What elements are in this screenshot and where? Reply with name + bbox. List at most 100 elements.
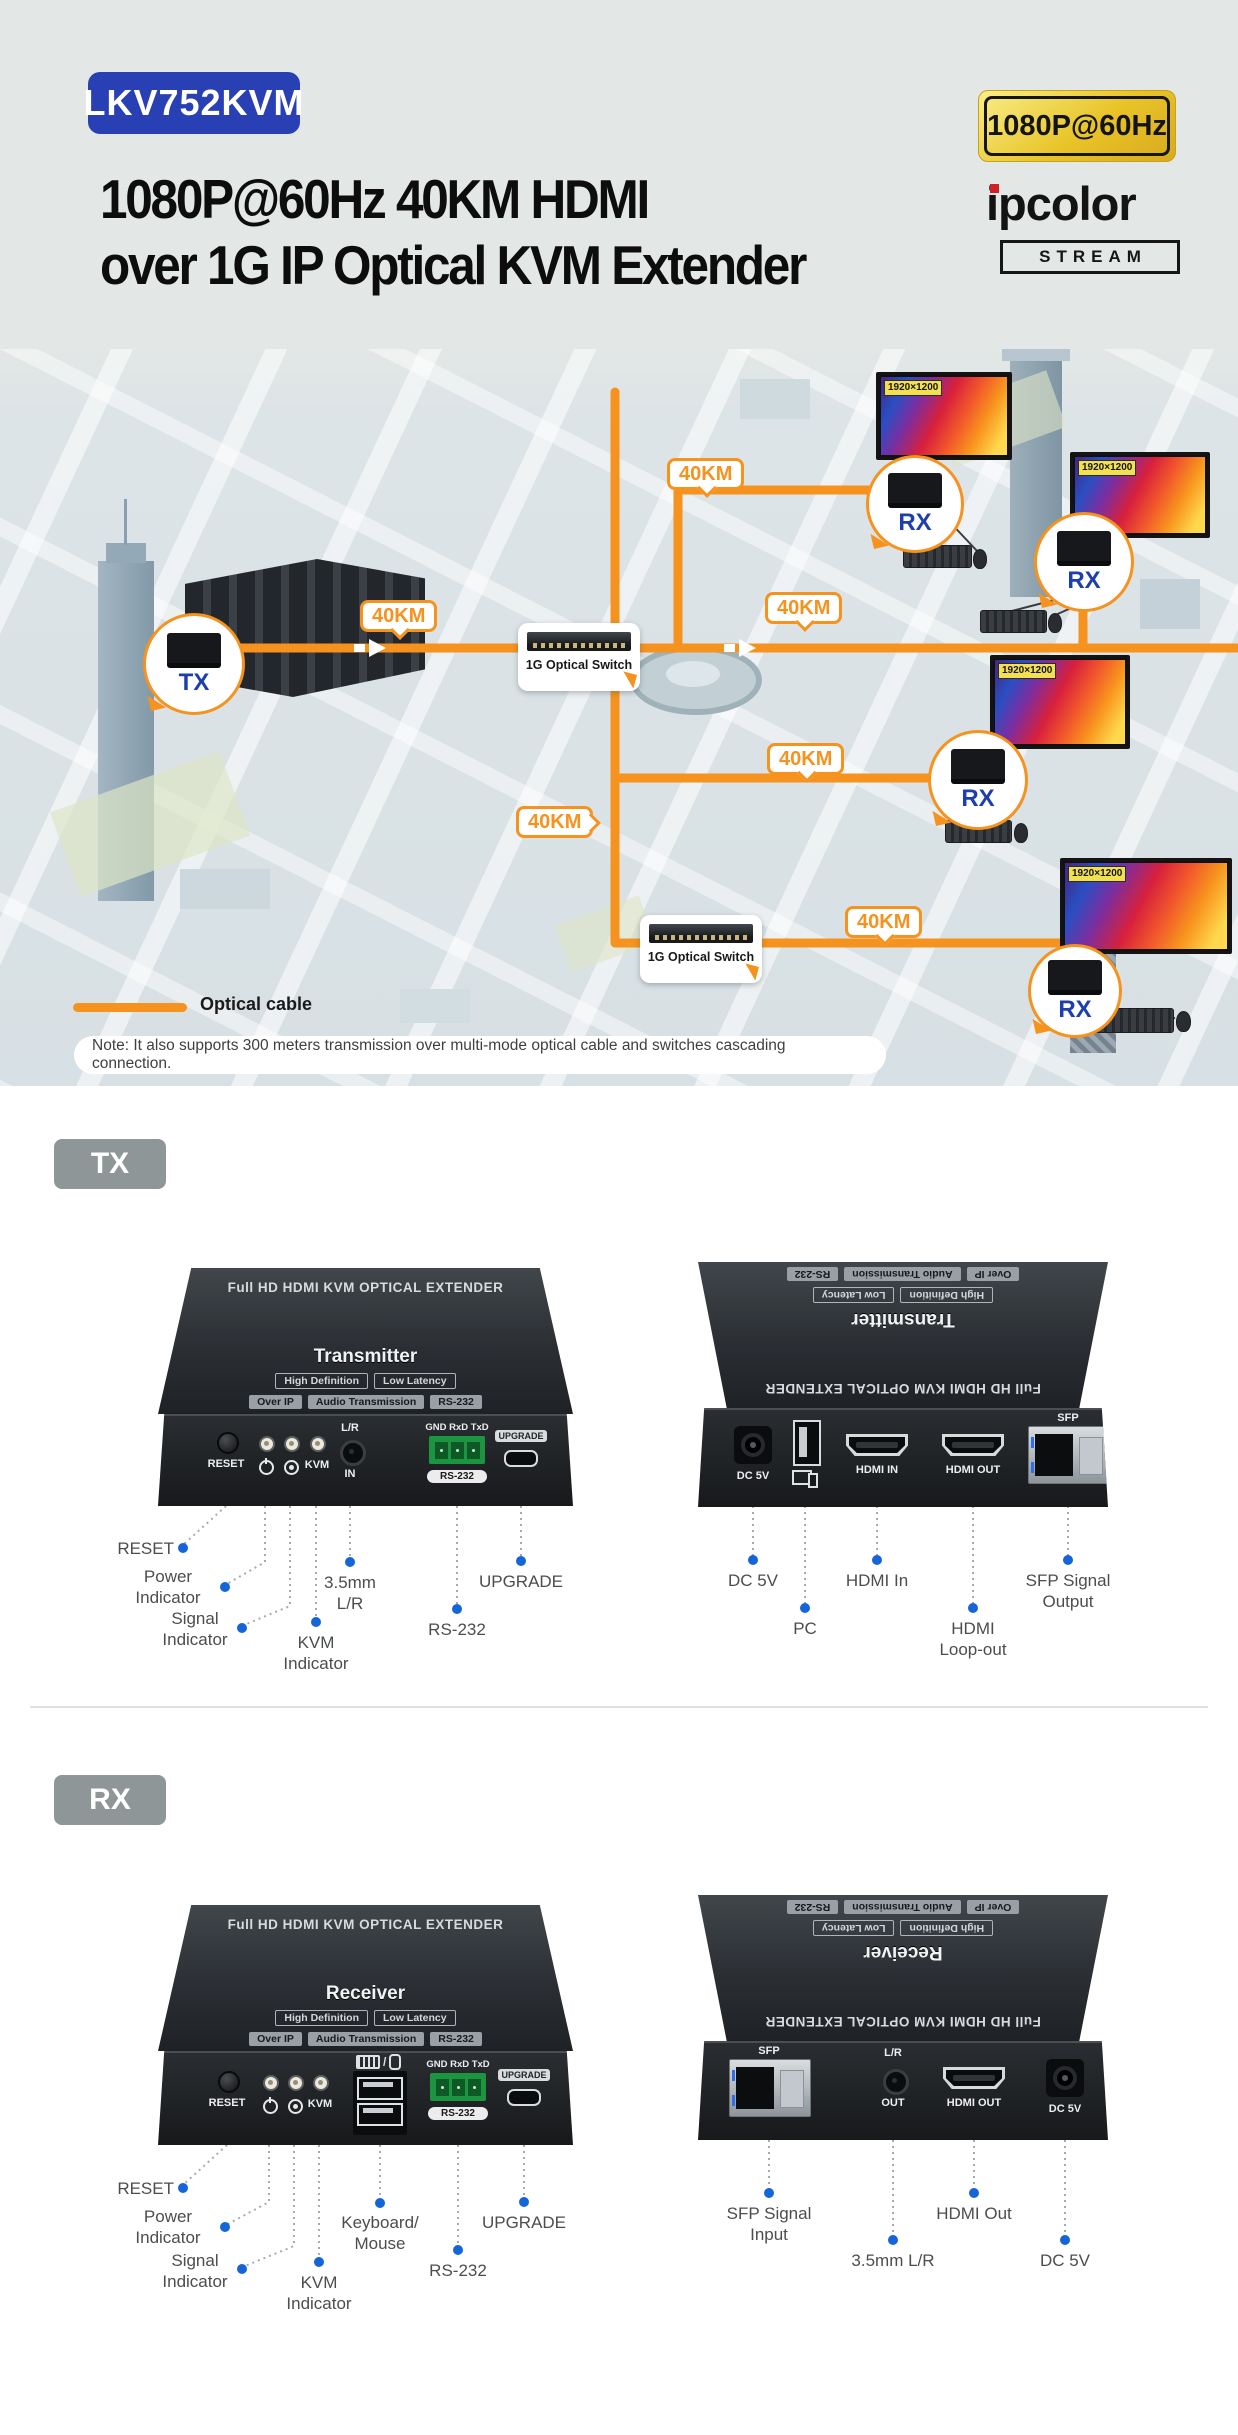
lr-label: L/R: [884, 2047, 902, 2059]
feature-chip: Low Latency: [812, 1920, 895, 1936]
mouse: [1176, 1011, 1191, 1032]
hdmi-out-label: HDMI OUT: [946, 2097, 1002, 2109]
title-line-1: 1080P@60Hz 40KM HDMI: [100, 168, 650, 230]
brand-logo: ipcolor: [986, 176, 1186, 231]
rx-device-thumbnail: [888, 473, 942, 508]
micro-usb-port: [507, 2089, 541, 2106]
rx-endpoint-callout: RX: [1034, 512, 1134, 612]
device-top-face-flipped: Full HD HDMI KVM OPTICAL EXTENDER Receiv…: [698, 1895, 1108, 2041]
keyboard-mouse-icon: /: [356, 2054, 402, 2070]
callout-hdmi-out: HDMI Out: [936, 2204, 1012, 2223]
feature-row: High Definition Low Latency: [158, 1373, 573, 1389]
device-role: Transmitter: [313, 1346, 418, 1367]
optical-switch-thumbnail: [649, 924, 753, 943]
sfp-cage: [1028, 1426, 1108, 1484]
resolution-badge-text: 1080P@60Hz: [984, 96, 1170, 156]
dc-power-jack: [1046, 2059, 1084, 2097]
feature-chip: Audio Transmission: [307, 1395, 425, 1409]
signal-led: [288, 2075, 304, 2091]
callout-35mm-lr: 3.5mm L/R: [324, 1573, 376, 1614]
distance-badge: 40KM: [845, 906, 923, 938]
feature-chip: Low Latency: [374, 1373, 456, 1389]
brand-logo-dot: [990, 184, 999, 193]
rx-endpoint-label: RX: [898, 509, 932, 536]
keyboard: [980, 610, 1047, 633]
feature-chip: Over IP: [249, 2032, 302, 2046]
optical-cable-legend-label: Optical cable: [200, 994, 313, 1014]
feature-chip: Audio Transmission: [844, 1900, 961, 1914]
hdmi-out-port: [942, 1434, 1004, 1456]
rx-device-thumbnail: [951, 749, 1005, 784]
out-label: OUT: [881, 2097, 905, 2109]
audio-jack: [883, 2069, 909, 2095]
map-stadium: [666, 661, 720, 687]
brand-tagline: STREAM: [1000, 240, 1180, 274]
upgrade-label: UPGRADE: [495, 1430, 547, 1442]
resolution-tag: 1920×1200: [998, 663, 1057, 679]
model-badge: LKV752KVM: [83, 72, 304, 134]
feature-chip: RS-232: [786, 1900, 839, 1914]
distance-badge: 40KM: [516, 806, 594, 838]
distance-badge: 40KM: [667, 458, 745, 490]
tx-rear-device-photo: Full HD HDMI KVM OPTICAL EXTENDER Transm…: [698, 1262, 1108, 1507]
device-role: Receiver: [863, 1942, 943, 1963]
rs232-terminal: [430, 2073, 486, 2101]
monitor-display: 1920×1200: [990, 655, 1130, 749]
map-building: [1002, 349, 1070, 361]
device-top-face-flipped: Full HD HDMI KVM OPTICAL EXTENDER Transm…: [698, 1262, 1108, 1408]
kvm-led: [313, 2075, 329, 2091]
lr-label: L/R: [341, 1422, 359, 1434]
section-divider: [30, 1706, 1208, 1708]
optical-switch-callout: 1G Optical Switch: [640, 915, 762, 983]
usb-port: [793, 1420, 821, 1466]
micro-usb-port: [504, 1450, 538, 1467]
callout-signal-indicator: Signal Indicator: [162, 1609, 228, 1650]
hdmi-out-label: HDMI OUT: [945, 1464, 1001, 1476]
tx-endpoint-label: TX: [178, 669, 210, 696]
map-building: [400, 989, 470, 1023]
device-top-face: Full HD HDMI KVM OPTICAL EXTENDER Transm…: [698, 1262, 1108, 1408]
power-icon: [263, 2097, 278, 2114]
reset-button: [217, 1432, 239, 1454]
in-label: IN: [344, 1468, 356, 1480]
rs232-label: RS-232: [427, 1470, 487, 1483]
feature-row: Over IP Audio Transmission RS-232: [698, 1267, 1108, 1281]
mouse: [1014, 823, 1028, 843]
distance-badge: 40KM: [765, 592, 843, 624]
callout-kvm-indicator: KVM Indicator: [283, 1633, 349, 1674]
brand-logo-text: ipcolor: [986, 177, 1137, 230]
feature-row: High Definition Low Latency: [698, 1920, 1108, 1936]
rx-endpoint-callout: RX: [1028, 944, 1122, 1038]
feature-chip: RS-232: [786, 1267, 839, 1281]
device-product-title: Full HD HDMI KVM OPTICAL EXTENDER: [765, 2014, 1041, 2029]
tx-section-badge: TX: [54, 1139, 166, 1189]
dc-power-jack: [734, 1426, 772, 1464]
audio-jack: [340, 1440, 366, 1466]
rx-endpoint-label: RX: [961, 785, 995, 812]
callout-sfp-signal-output: SFP Signal Output: [1025, 1571, 1111, 1612]
callout-dc-5v: DC 5V: [1039, 2251, 1091, 2270]
pc-icon: [792, 1470, 818, 1488]
rs232-terminal: [429, 1436, 485, 1464]
sfp-label: SFP: [758, 2045, 780, 2057]
device-role: Receiver: [325, 1983, 406, 2004]
mouse: [1048, 613, 1062, 633]
feature-row: Over IP Audio Transmission RS-232: [158, 1395, 573, 1409]
tx-endpoint-callout: TX: [143, 613, 245, 715]
hdmi-in-port: [846, 1434, 908, 1456]
monitor-display: 1920×1200: [876, 372, 1012, 460]
device-role: Transmitter: [851, 1309, 955, 1330]
monitor-display: 1920×1200: [1060, 858, 1232, 954]
mouse-icon: [389, 2054, 402, 2070]
map-building: [124, 499, 127, 545]
signal-icon: [284, 1460, 299, 1475]
rx-device-thumbnail: [1048, 960, 1102, 995]
feature-chip: High Definition: [900, 1920, 994, 1936]
callout-reset: RESET: [117, 1539, 174, 1558]
callout-kvm-indicator: KVM Indicator: [286, 2273, 352, 2314]
distance-badge: 40KM: [360, 600, 438, 632]
page-title: 1080P@60Hz 40KM HDMI over 1G IP Optical …: [100, 166, 807, 298]
resolution-tag: 1920×1200: [1078, 460, 1137, 476]
feature-chip: Low Latency: [374, 2010, 456, 2026]
